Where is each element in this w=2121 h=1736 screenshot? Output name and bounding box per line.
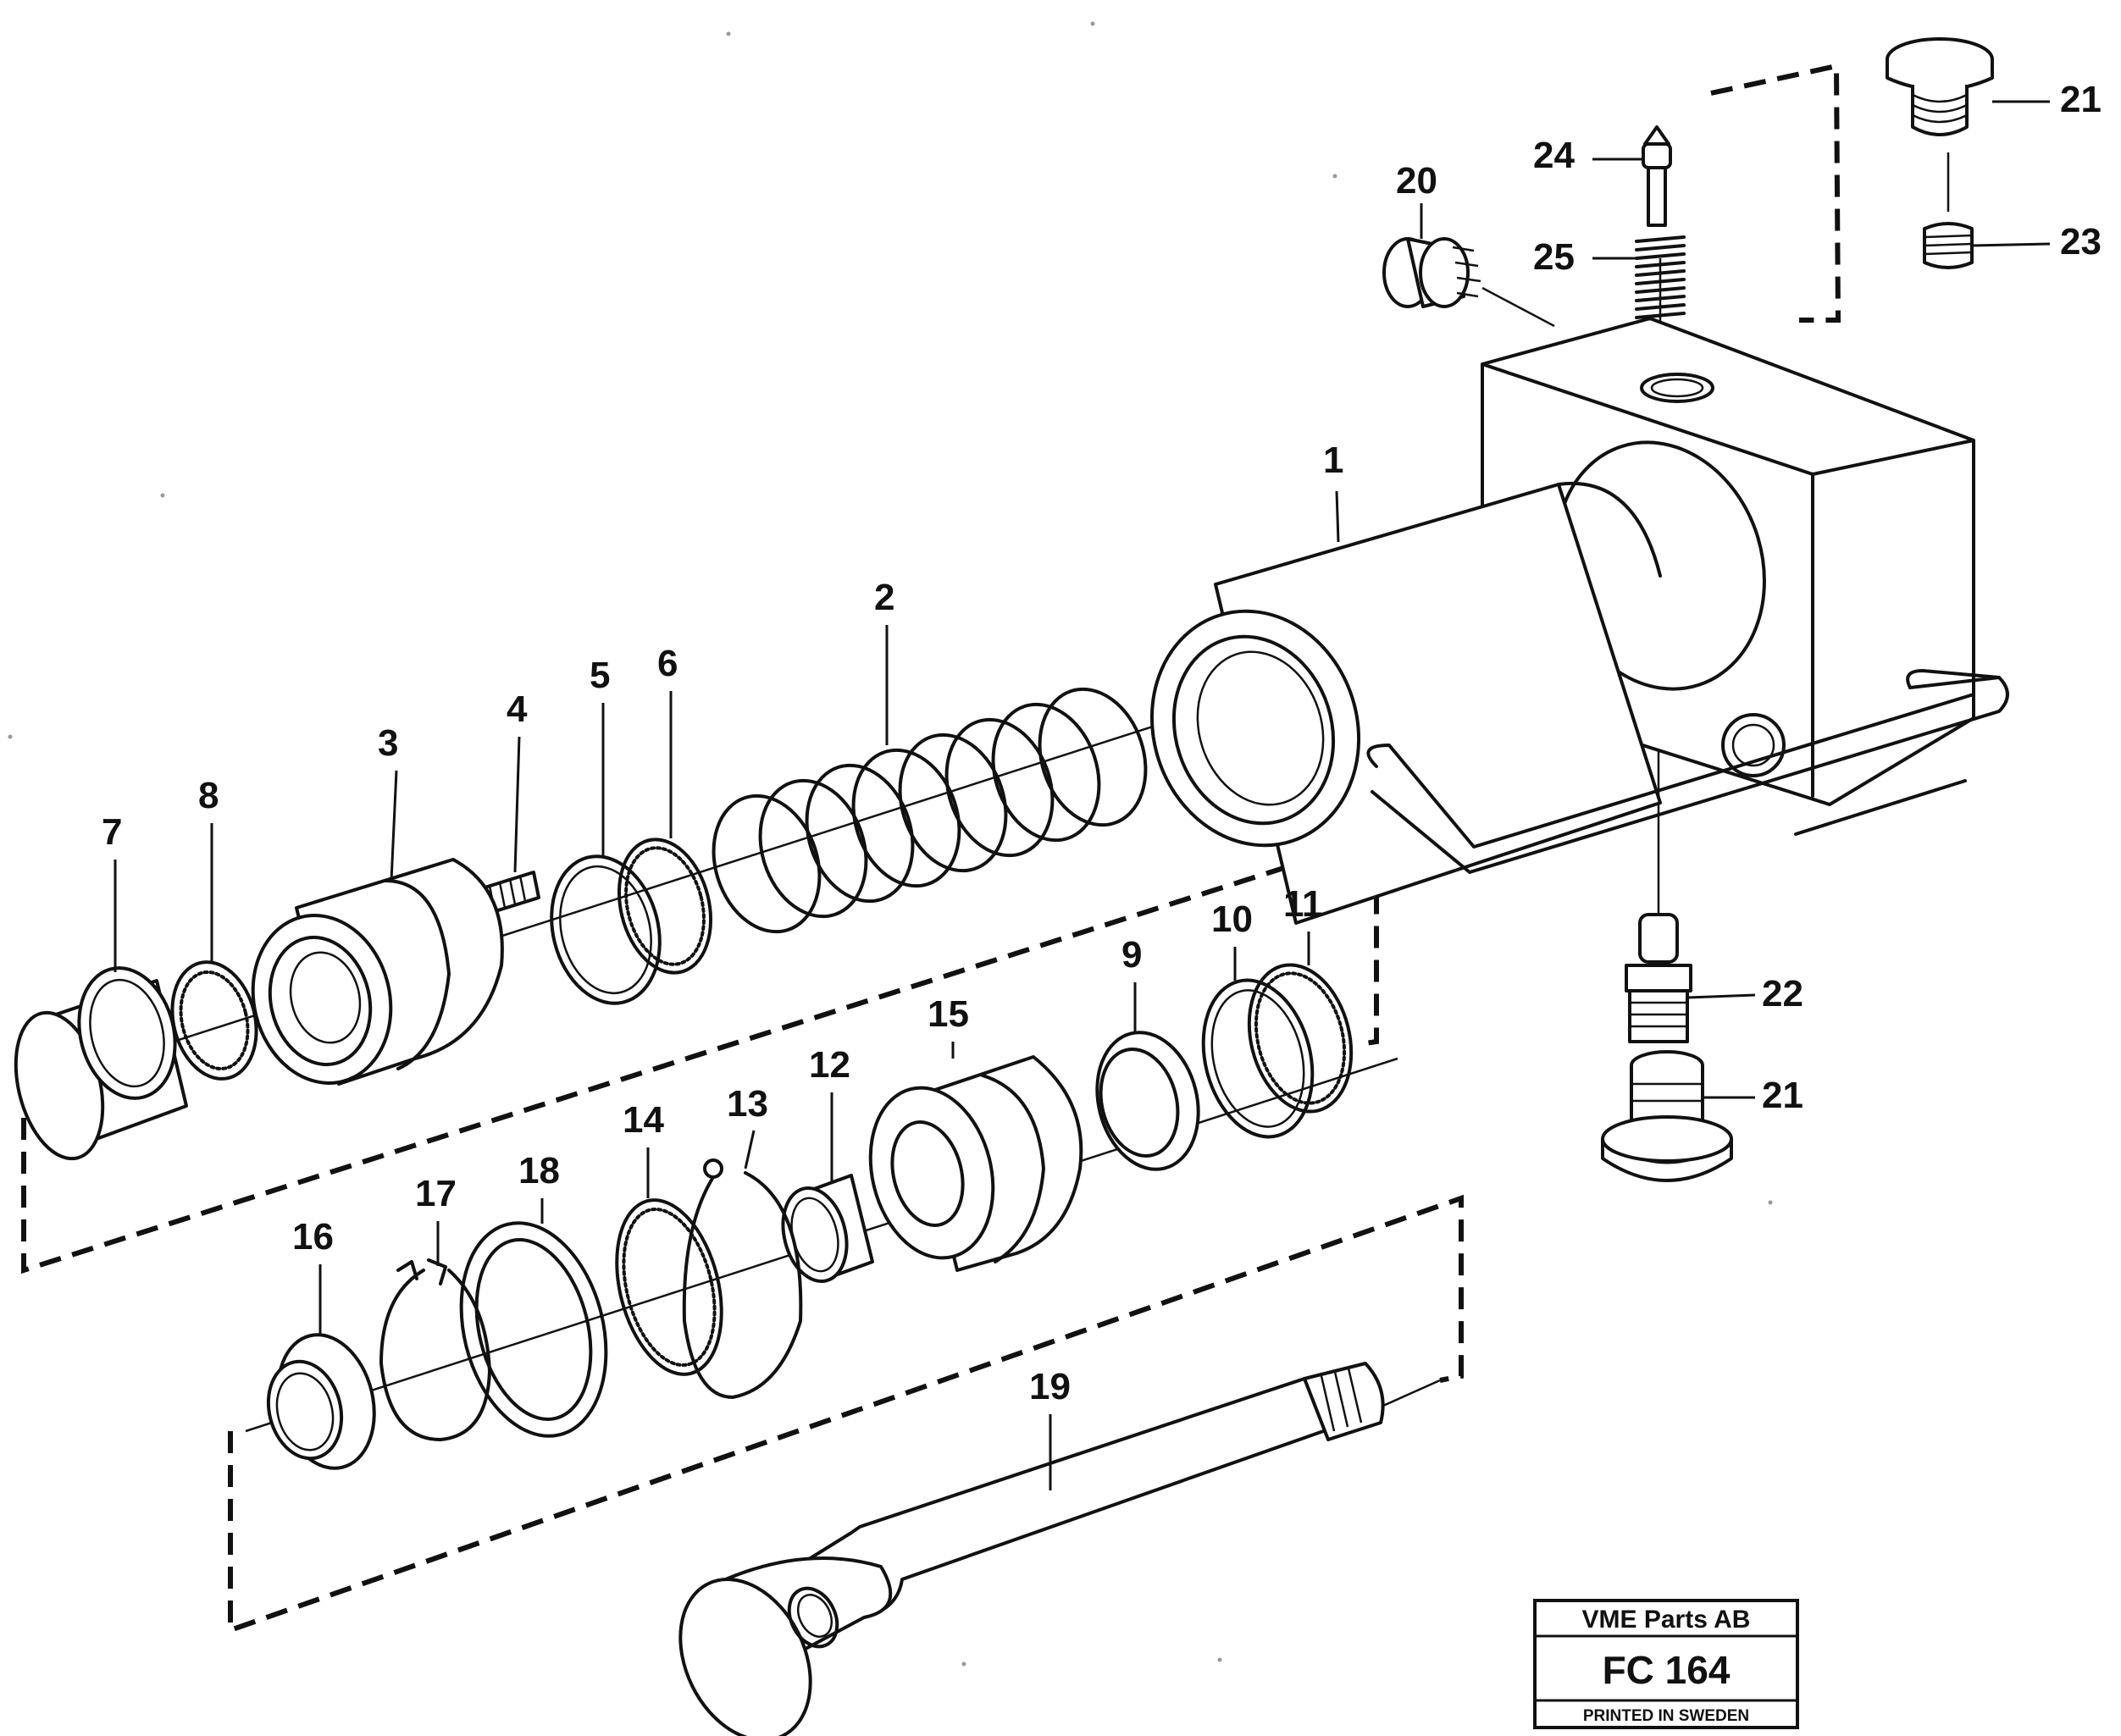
cylinder-body-part-1 (1149, 317, 2009, 925)
label-part-11: 11 (1283, 883, 1323, 925)
cap-nut-part-21-top (1886, 37, 1994, 136)
label-part-3: 3 (378, 722, 398, 764)
washer-part-18 (459, 1221, 608, 1438)
label-part-10: 10 (1211, 898, 1253, 940)
bushing-part-12 (781, 1174, 874, 1284)
label-part-8: 8 (198, 775, 219, 816)
bushing-part-9 (1095, 1031, 1200, 1171)
lock-ring-part-13 (682, 1158, 803, 1399)
label-part-1: 1 (1323, 440, 1343, 481)
label-part-15: 15 (928, 993, 969, 1035)
label-part-19: 19 (1029, 1366, 1071, 1407)
label-part-12: 12 (809, 1044, 850, 1086)
valve-pin-part-24 (1642, 125, 1672, 227)
label-part-25: 25 (1533, 236, 1575, 278)
adjuster-screw-part-23 (1923, 222, 1974, 269)
valve-spring-part-25 (1635, 235, 1686, 319)
piston-rod-part-19 (678, 1362, 1385, 1736)
wiper-part-7 (14, 966, 188, 1161)
seal-ring-part-14 (615, 1198, 723, 1376)
title-block-company: VME Parts AB (1582, 1606, 1751, 1634)
label-part-21-bottom: 21 (1762, 1075, 1803, 1116)
label-part-22: 22 (1762, 973, 1803, 1015)
guide-part-15 (868, 1055, 1083, 1272)
piston-part-3 (251, 858, 504, 1086)
scraper-part-16 (266, 1333, 376, 1470)
label-part-18: 18 (518, 1150, 560, 1191)
label-part-9: 9 (1121, 934, 1142, 976)
title-block-printed: PRINTED IN SWEDEN (1583, 1707, 1749, 1725)
scan-specks (8, 21, 1773, 1667)
label-part-23: 23 (2060, 221, 2102, 263)
valve-cartridge-part-22 (1625, 913, 1692, 1043)
circlip-part-17 (379, 1258, 491, 1441)
label-part-13: 13 (727, 1083, 768, 1125)
group-outline-rod-set (228, 1194, 1464, 1634)
label-part-5: 5 (590, 655, 610, 696)
label-part-16: 16 (292, 1216, 334, 1258)
ring-part-5 (550, 854, 662, 1005)
label-part-24: 24 (1533, 135, 1575, 176)
plug-part-20 (1382, 237, 1481, 308)
label-part-7: 7 (102, 811, 122, 853)
title-block-code: FC 164 (1603, 1648, 1731, 1692)
main-spring-part-2 (712, 687, 1148, 934)
ring-part-11 (1247, 963, 1354, 1114)
label-part-17: 17 (415, 1173, 457, 1214)
label-part-14: 14 (623, 1099, 664, 1141)
label-part-6: 6 (657, 643, 678, 684)
label-part-2: 2 (874, 577, 894, 618)
label-part-4: 4 (507, 688, 528, 730)
label-part-20: 20 (1396, 160, 1437, 202)
cap-nut-part-21-bottom (1601, 1050, 1733, 1182)
label-leaders (114, 100, 2051, 1490)
seal-ring-part-6 (617, 838, 713, 975)
title-block: VME Parts AB FC 164 PRINTED IN SWEDEN (1533, 1599, 1799, 1729)
group-outline-pressure-valve (1710, 63, 1841, 323)
ring-part-10 (1201, 978, 1315, 1139)
label-part-21-top: 21 (2060, 79, 2102, 120)
